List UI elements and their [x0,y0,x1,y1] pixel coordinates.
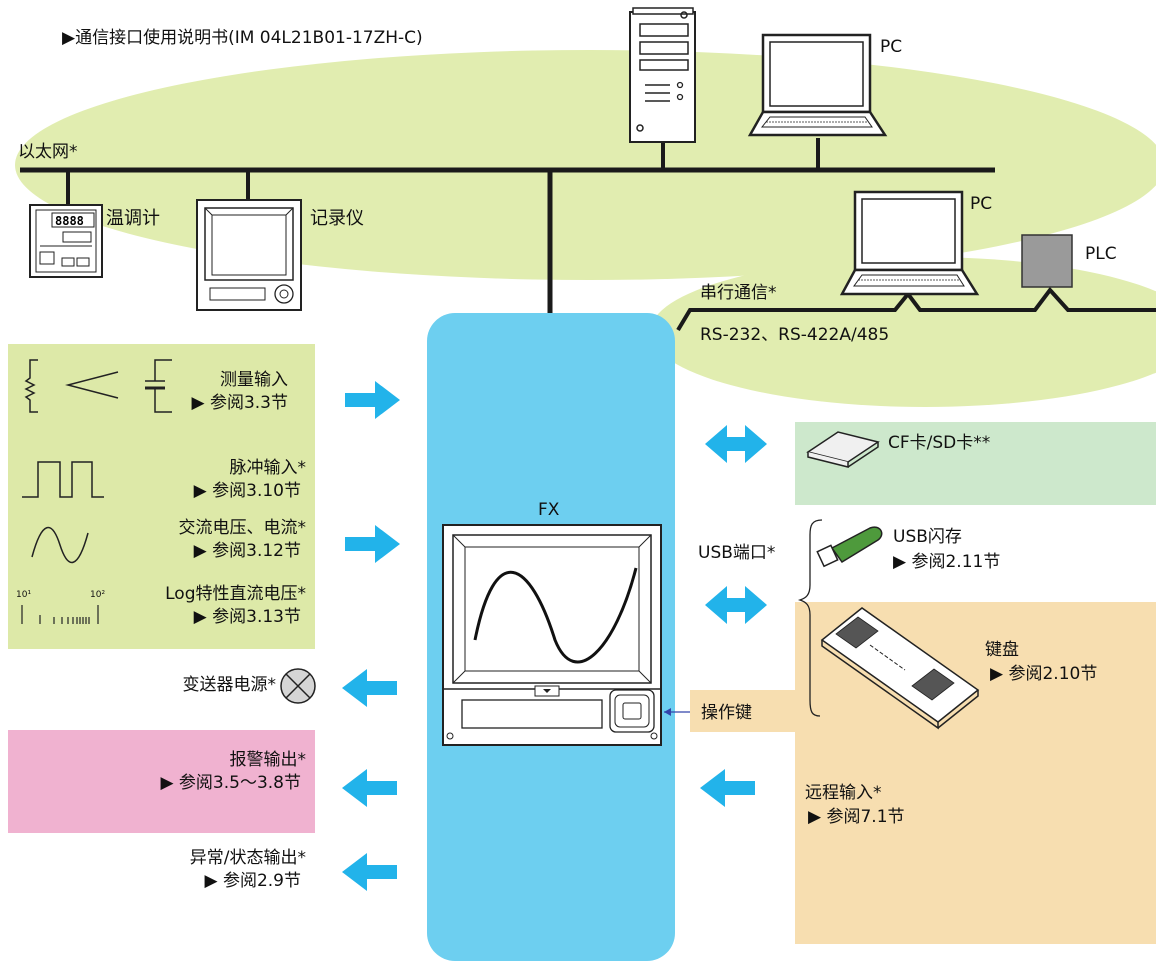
measure-input-symbols [24,359,172,413]
fx-device-icon [442,524,690,746]
log-input-ref: ▶ 参阅3.13节 [193,607,301,627]
keyboard-ref: ▶ 参阅2.10节 [990,664,1098,684]
remote-input-ref: ▶ 参阅7.1节 [808,807,905,827]
manual-reference: ▶通信接口使用说明书(IM 04L21B01-17ZH-C) [62,28,423,48]
output-panel [8,730,315,833]
temp-controller-label: 温调计 [106,208,160,229]
plc-icon [1021,234,1073,288]
ac-waveform-icon [31,526,89,564]
alarm-output-title: 报警输出* [229,750,307,770]
measure-input-ref: ▶ 参阅3.3节 [191,393,288,413]
log-tick-right: 10² [90,590,106,600]
serial-standard-label: RS-232、RS-422A/485 [700,325,890,345]
alarm-output-ref: ▶ 参阅3.5～3.8节 [160,773,301,793]
card-arrow [705,425,767,463]
usb-arrow [705,586,767,624]
remote-input-title: 远程输入* [805,783,882,803]
transmitter-arrow [342,669,397,707]
log-input-title: Log特性直流电压* [165,584,306,604]
remote-input-arrow [700,769,755,807]
pulse-input-ref: ▶ 参阅3.10节 [193,481,301,501]
transmitter-label: 变送器电源* [182,675,277,695]
card-label: CF卡/SD卡** [888,433,991,453]
usb-flash-label: USB闪存 [893,527,962,547]
pulse-input-title: 脉冲输入* [229,458,307,478]
ac-input-title: 交流电压、电流* [178,518,307,538]
op-keys-label: 操作键 [701,703,752,723]
ethernet-label: 以太网* [18,142,78,162]
serial-label: 串行通信* [700,283,777,303]
keyboard-icon [820,607,980,730]
cf-card-icon [806,431,880,468]
usb-port-label: USB端口* [698,543,776,563]
measure-input-title: 测量输入 [220,370,288,390]
alarm-output-arrow [342,769,397,807]
pc1-label: PC [880,37,903,57]
keyboard-label: 键盘 [985,640,1019,660]
transmitter-power-icon [280,668,316,704]
ac-input-ref: ▶ 参阅3.12节 [193,541,301,561]
serial-ellipse [650,257,1156,407]
input-panel [8,344,315,649]
usb-flash-icon [816,526,883,568]
svg-text:8888: 8888 [55,214,84,228]
status-output-arrow [342,853,397,891]
laptop-pc2-icon [839,190,980,296]
log-tick-left: 10¹ [16,590,32,600]
status-output-ref: ▶ 参阅2.9节 [204,871,301,891]
plc-label: PLC [1085,244,1117,264]
pc2-label: PC [970,194,993,214]
server-icon [629,7,696,143]
pulse-waveform-icon [22,461,104,498]
recorder-icon [196,199,302,311]
ac-input-arrow [345,525,400,563]
op-keys-panel [690,690,795,732]
usb-bracket [797,519,823,717]
log-scale-icon [21,605,99,624]
network-ellipse [15,50,1156,280]
measure-input-arrow [345,381,400,419]
recorder-label: 记录仪 [310,208,364,229]
fx-label: FX [538,500,560,520]
status-output-title: 异常/状态输出* [189,848,306,868]
usb-flash-ref: ▶ 参阅2.11节 [893,552,1001,572]
temp-controller-icon: 8888 [29,204,103,278]
serial-bus [676,286,1156,332]
laptop-pc1-icon [747,33,888,137]
